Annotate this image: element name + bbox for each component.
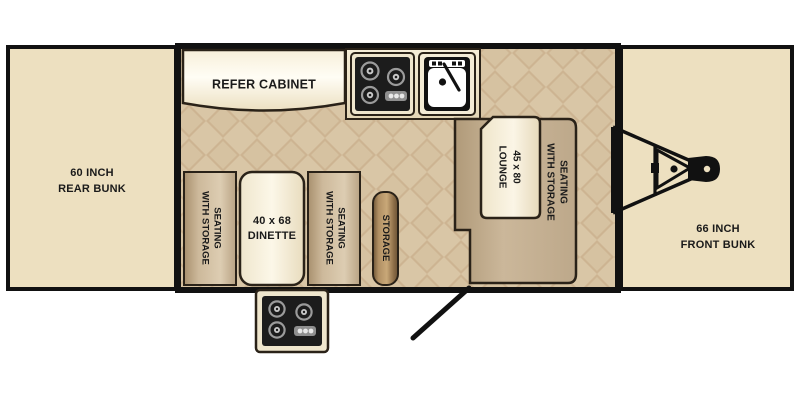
- rear-bunk-label-line1: 60 INCH: [70, 167, 114, 179]
- seating-left-label-line1: SEATING: [211, 207, 222, 249]
- dinette-label-line2: DINETTE: [248, 230, 296, 242]
- burner-icon: [386, 67, 406, 87]
- burner-icon: [360, 85, 380, 105]
- exterior-grill: [254, 288, 330, 354]
- kitchen-sink-fixture: [418, 52, 476, 116]
- front-seating-label-line1: SEATING: [557, 160, 568, 204]
- dinette-label-line1: 40 x 68: [253, 215, 291, 227]
- seating-middle-label-line1: SEATING: [335, 207, 346, 249]
- entry-door-swing: [410, 285, 472, 341]
- grill-knobs-icon: [294, 326, 316, 336]
- three-burner-cooktop-fixture: [350, 52, 415, 116]
- rear-bunk-label-line2: REAR BUNK: [58, 183, 126, 195]
- burner-icon: [360, 61, 380, 81]
- seating-left-label-line2: WITH STORAGE: [199, 191, 210, 265]
- rear-bunk-area: 60 INCH REAR BUNK: [6, 45, 178, 291]
- front-seating-label-line2: WITH STORAGE: [544, 143, 555, 221]
- burner-icon: [268, 300, 286, 318]
- seating-with-storage-left: SEATING WITH STORAGE: [183, 171, 237, 286]
- cooktop-knobs-icon: [385, 91, 407, 101]
- a-frame-hitch-coupler: [611, 125, 720, 215]
- storage-column-label: STORAGE: [380, 215, 391, 262]
- burner-icon: [295, 303, 313, 321]
- dinette-table: 40 x 68 DINETTE: [238, 170, 306, 287]
- kitchen-counter: [345, 48, 481, 120]
- storage-column: STORAGE: [372, 191, 399, 286]
- seating-middle-label-line2: WITH STORAGE: [323, 191, 334, 265]
- front-bunk-label-line2: FRONT BUNK: [681, 239, 756, 251]
- front-bunk-label-line1: 66 INCH: [696, 223, 740, 235]
- seating-with-storage-middle: SEATING WITH STORAGE: [307, 171, 361, 286]
- lounge-label-line1: 45 x 80: [510, 150, 521, 184]
- refer-cabinet: REFER CABINET: [181, 48, 347, 112]
- lounge-label-line2: LOUNGE: [496, 146, 507, 189]
- refer-cabinet-label: REFER CABINET: [212, 77, 316, 91]
- burner-icon: [268, 321, 286, 339]
- lounge-bed: 45 x 80 LOUNGE: [479, 115, 542, 220]
